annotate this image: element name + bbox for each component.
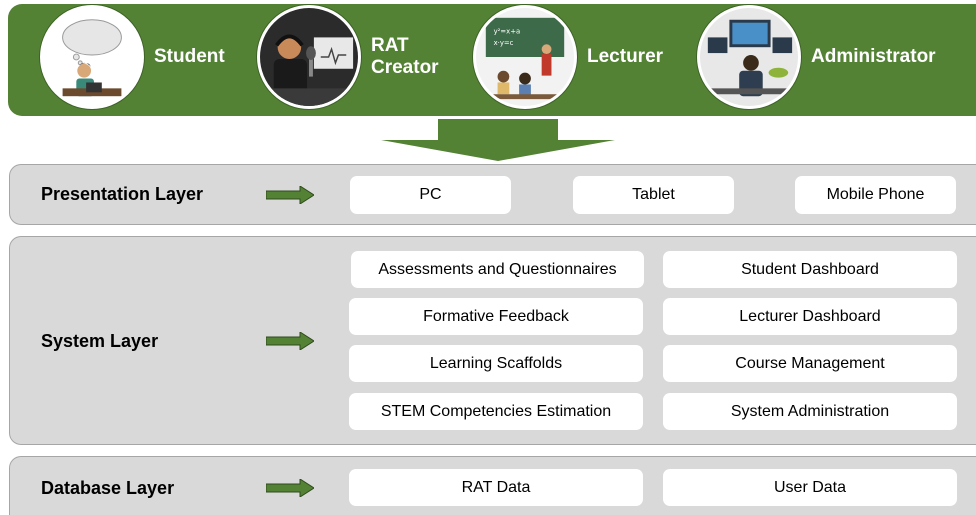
flow-down-arrow-icon — [381, 119, 615, 161]
system-item-learning-scaffolds: Learning Scaffolds — [349, 345, 643, 382]
database-item-user-data: User Data — [663, 469, 957, 506]
role-label: Student — [154, 46, 225, 67]
role-student: Student — [40, 5, 225, 109]
admin-workstation-icon — [697, 5, 801, 109]
arrow-right-icon — [266, 186, 314, 204]
svg-text:x·y=c: x·y=c — [494, 39, 514, 47]
system-item-stem-estimation: STEM Competencies Estimation — [349, 393, 643, 430]
role-administrator: Administrator — [697, 5, 936, 109]
database-item-rat-data: RAT Data — [349, 469, 643, 506]
role-rat-creator: RAT Creator — [257, 5, 439, 109]
system-item-course-management: Course Management — [663, 345, 957, 382]
system-item-lecturer-dashboard: Lecturer Dashboard — [663, 298, 957, 335]
layer-title: System Layer — [41, 331, 159, 351]
system-item-formative-feedback: Formative Feedback — [349, 298, 643, 335]
system-item-system-administration: System Administration — [663, 393, 957, 430]
presentation-item-mobile-phone: Mobile Phone — [795, 176, 956, 214]
role-label: Lecturer — [587, 46, 664, 67]
presentation-layer: Presentation Layer PC Tablet Mobile Phon… — [9, 164, 976, 225]
student-thinking-icon — [40, 5, 144, 109]
presentation-item-pc: PC — [350, 176, 511, 214]
role-label: Administrator — [811, 46, 936, 67]
database-layer: Database Layer RAT Data User Data — [9, 456, 976, 515]
svg-text:y²=x+a: y²=x+a — [494, 27, 521, 35]
layer-title: Database Layer — [41, 478, 175, 498]
podcast-creator-icon — [257, 5, 361, 109]
system-item-student-dashboard: Student Dashboard — [663, 251, 957, 288]
arrow-right-icon — [266, 332, 314, 350]
system-item-assessments: Assessments and Questionnaires — [351, 251, 644, 288]
presentation-item-tablet: Tablet — [573, 176, 734, 214]
role-label: RAT Creator — [371, 35, 439, 78]
system-layer: System Layer Assessments and Questionnai… — [9, 236, 976, 445]
arrow-right-icon — [266, 479, 314, 497]
classroom-lecturer-icon: y²=x+a x·y=c — [473, 5, 577, 109]
layer-title: Presentation Layer — [41, 184, 204, 204]
role-lecturer: y²=x+a x·y=c Lecturer — [473, 5, 663, 109]
